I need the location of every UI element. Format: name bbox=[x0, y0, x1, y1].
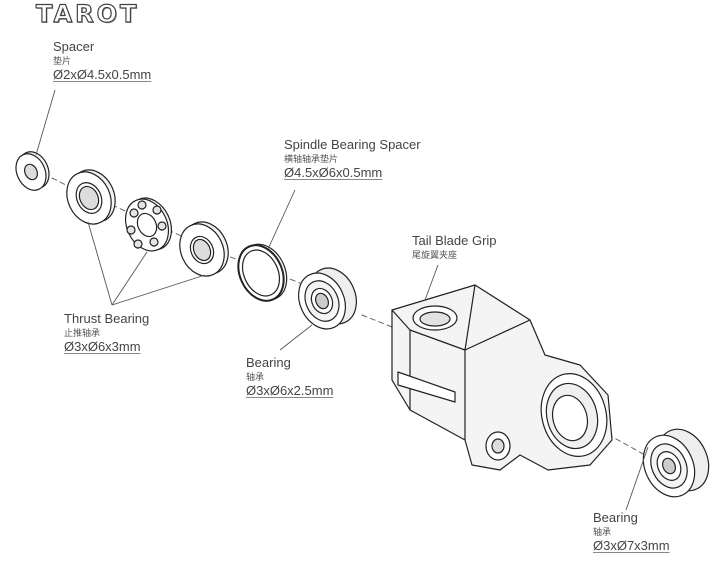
tail-blade-grip bbox=[391, 284, 613, 471]
spindle-spacer-name-cn: 横轴轴承垫片 bbox=[284, 153, 339, 164]
thrust-bearing-name: Thrust Bearing bbox=[64, 311, 150, 326]
bearing-small-name-cn: 轴承 bbox=[246, 371, 265, 382]
thrust-ball-cage bbox=[124, 197, 173, 252]
spacer-name: Spacer bbox=[53, 39, 95, 54]
label-spindle-bearing-spacer: Spindle Bearing Spacer 横轴轴承垫片 Ø4.5xØ6x0.… bbox=[284, 137, 421, 181]
bearing-large bbox=[642, 428, 710, 498]
label-bearing-small: Bearing 轴承 Ø3xØ6x2.5mm bbox=[246, 355, 334, 399]
spacer-washer bbox=[15, 151, 50, 191]
bearing-small bbox=[297, 267, 358, 330]
thrust-washer-front bbox=[66, 169, 116, 225]
bearing-large-name: Bearing bbox=[593, 510, 638, 525]
tail-blade-grip-name: Tail Blade Grip bbox=[412, 233, 497, 248]
bearing-small-size: Ø3xØ6x2.5mm bbox=[246, 383, 334, 399]
spindle-spacer-size: Ø4.5xØ6x0.5mm bbox=[284, 165, 383, 181]
spacer-name-cn: 垫片 bbox=[53, 55, 72, 66]
label-spacer: Spacer 垫片 Ø2xØ4.5x0.5mm bbox=[53, 39, 152, 83]
spindle-spacer-name: Spindle Bearing Spacer bbox=[284, 137, 421, 152]
bearing-large-name-cn: 轴承 bbox=[593, 526, 612, 537]
tail-blade-grip-name-cn: 尾旋翼夹座 bbox=[412, 249, 458, 260]
bearing-small-name: Bearing bbox=[246, 355, 291, 370]
tarot-logo: TAROT bbox=[35, 0, 140, 29]
leader-lines bbox=[35, 89, 649, 511]
bearing-large-size: Ø3xØ7x3mm bbox=[593, 538, 670, 554]
thrust-bearing-size: Ø3xØ6x3mm bbox=[64, 339, 141, 355]
label-bearing-large: Bearing 轴承 Ø3xØ7x3mm bbox=[593, 510, 670, 554]
label-thrust-bearing: Thrust Bearing 止推轴承 Ø3xØ6x3mm bbox=[64, 311, 150, 355]
spacer-size: Ø2xØ4.5x0.5mm bbox=[53, 67, 152, 83]
spindle-bearing-spacer-ring bbox=[237, 243, 288, 302]
thrust-bearing-name-cn: 止推轴承 bbox=[64, 327, 101, 338]
thrust-washer-rear bbox=[179, 221, 229, 277]
label-tail-blade-grip: Tail Blade Grip 尾旋翼夹座 bbox=[412, 233, 497, 260]
